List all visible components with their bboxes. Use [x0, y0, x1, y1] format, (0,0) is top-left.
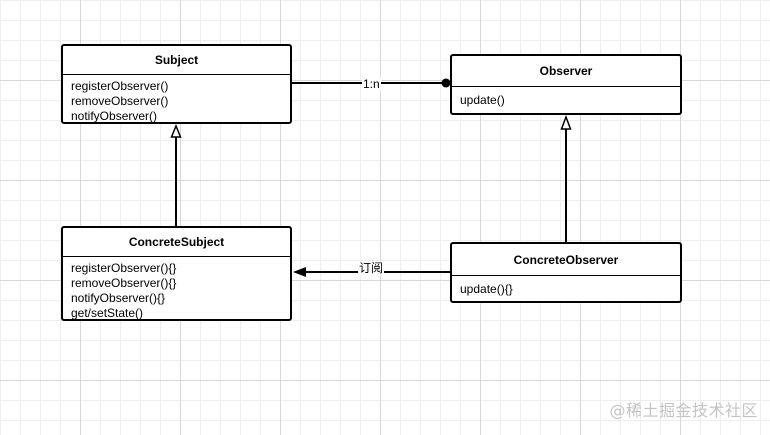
concrete-subject-class[interactable]: ConcreteSubject registerObserver(){} rem…: [61, 226, 292, 321]
subscribe-label: 订阅: [358, 261, 385, 275]
subject-inheritance-arrowhead: [170, 124, 182, 138]
method-item: removeObserver(){}: [71, 276, 177, 290]
method-item: registerObserver(): [71, 79, 169, 93]
observer-inheritance-arrowhead: [560, 114, 572, 130]
method-item: get/setState(): [71, 306, 144, 320]
observer-methods: update(): [452, 87, 680, 108]
association-end-dot: [441, 78, 451, 88]
concrete-observer-class[interactable]: ConcreteObserver update(){}: [450, 242, 682, 303]
subject-methods: registerObserver() removeObserver() noti…: [63, 75, 290, 123]
subscribe-arrowhead: [293, 267, 306, 277]
method-item: update(){}: [460, 282, 513, 296]
method-item: removeObserver(): [71, 94, 169, 108]
concrete-observer-class-name: ConcreteObserver: [452, 244, 680, 276]
subject-class-name: Subject: [63, 46, 290, 75]
association-multiplicity-label: 1:n: [362, 77, 381, 91]
watermark: @稀土掘金技术社区: [609, 401, 758, 420]
concrete-observer-methods: update(){}: [452, 276, 680, 297]
concrete-subject-class-name: ConcreteSubject: [63, 228, 290, 257]
method-item: notifyObserver(): [71, 109, 158, 123]
concrete-subject-methods: registerObserver(){} removeObserver(){} …: [63, 257, 290, 320]
method-item: update(): [460, 93, 505, 107]
observer-class-name: Observer: [452, 56, 680, 87]
subject-class[interactable]: Subject registerObserver() removeObserve…: [61, 44, 292, 124]
method-item: notifyObserver(){}: [71, 291, 166, 305]
method-item: registerObserver(){}: [71, 261, 177, 275]
observer-class[interactable]: Observer update(): [450, 54, 682, 115]
